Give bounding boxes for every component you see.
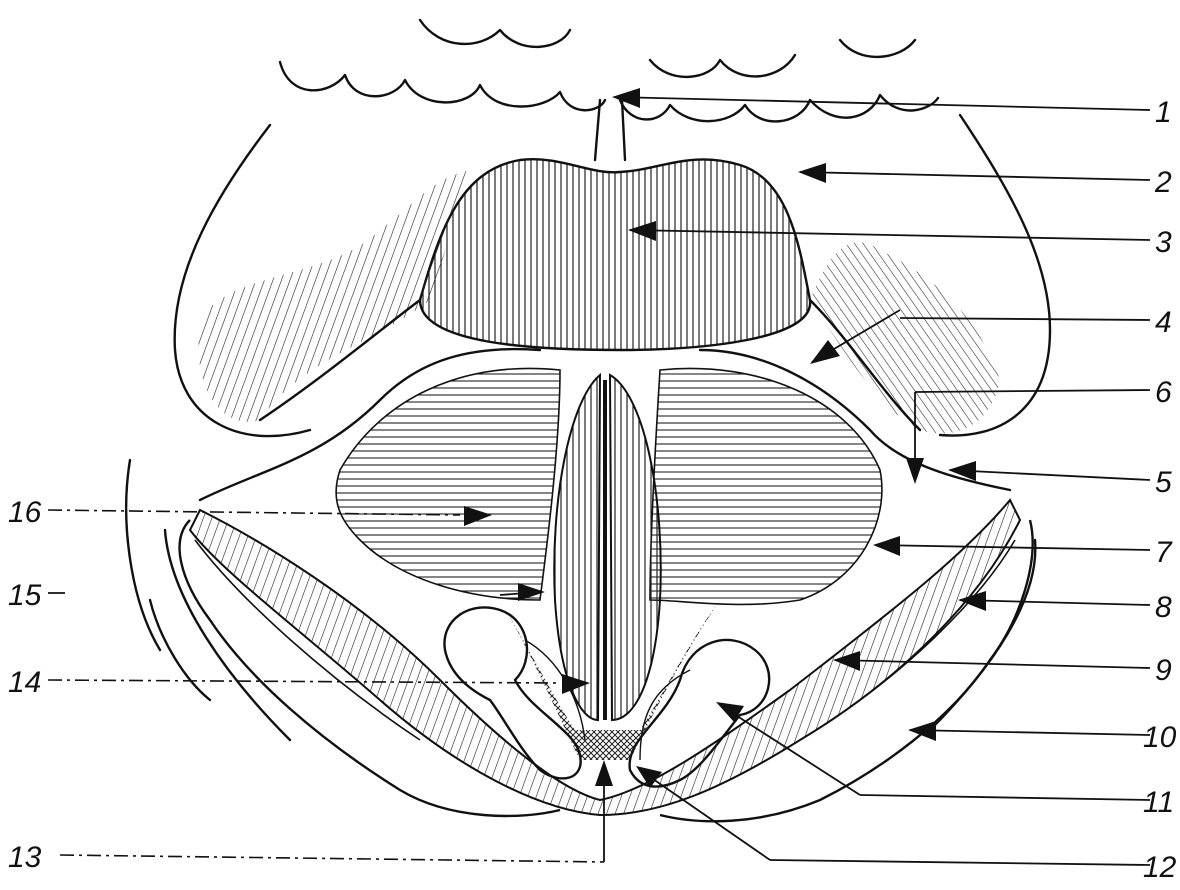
tongue-base bbox=[280, 20, 938, 160]
label-4: 4 bbox=[1155, 306, 1172, 339]
interarytenoid-area bbox=[500, 600, 720, 760]
vocal-cords bbox=[554, 375, 661, 720]
label-7: 7 bbox=[1155, 536, 1173, 569]
label-11: 11 bbox=[1143, 786, 1174, 819]
ventricular-folds bbox=[336, 368, 882, 604]
label-1: 1 bbox=[1155, 96, 1172, 129]
label-14: 14 bbox=[8, 666, 41, 699]
label-10: 10 bbox=[1143, 721, 1177, 754]
label-2: 2 bbox=[1154, 166, 1172, 199]
label-16: 16 bbox=[8, 496, 42, 529]
label-5: 5 bbox=[1155, 466, 1172, 499]
label-15: 15 bbox=[8, 579, 42, 612]
label-12: 12 bbox=[1143, 851, 1177, 884]
label-9: 9 bbox=[1155, 654, 1172, 687]
label-8: 8 bbox=[1155, 591, 1172, 624]
label-13: 13 bbox=[8, 841, 42, 874]
label-3: 3 bbox=[1155, 226, 1172, 259]
label-6: 6 bbox=[1155, 376, 1172, 409]
